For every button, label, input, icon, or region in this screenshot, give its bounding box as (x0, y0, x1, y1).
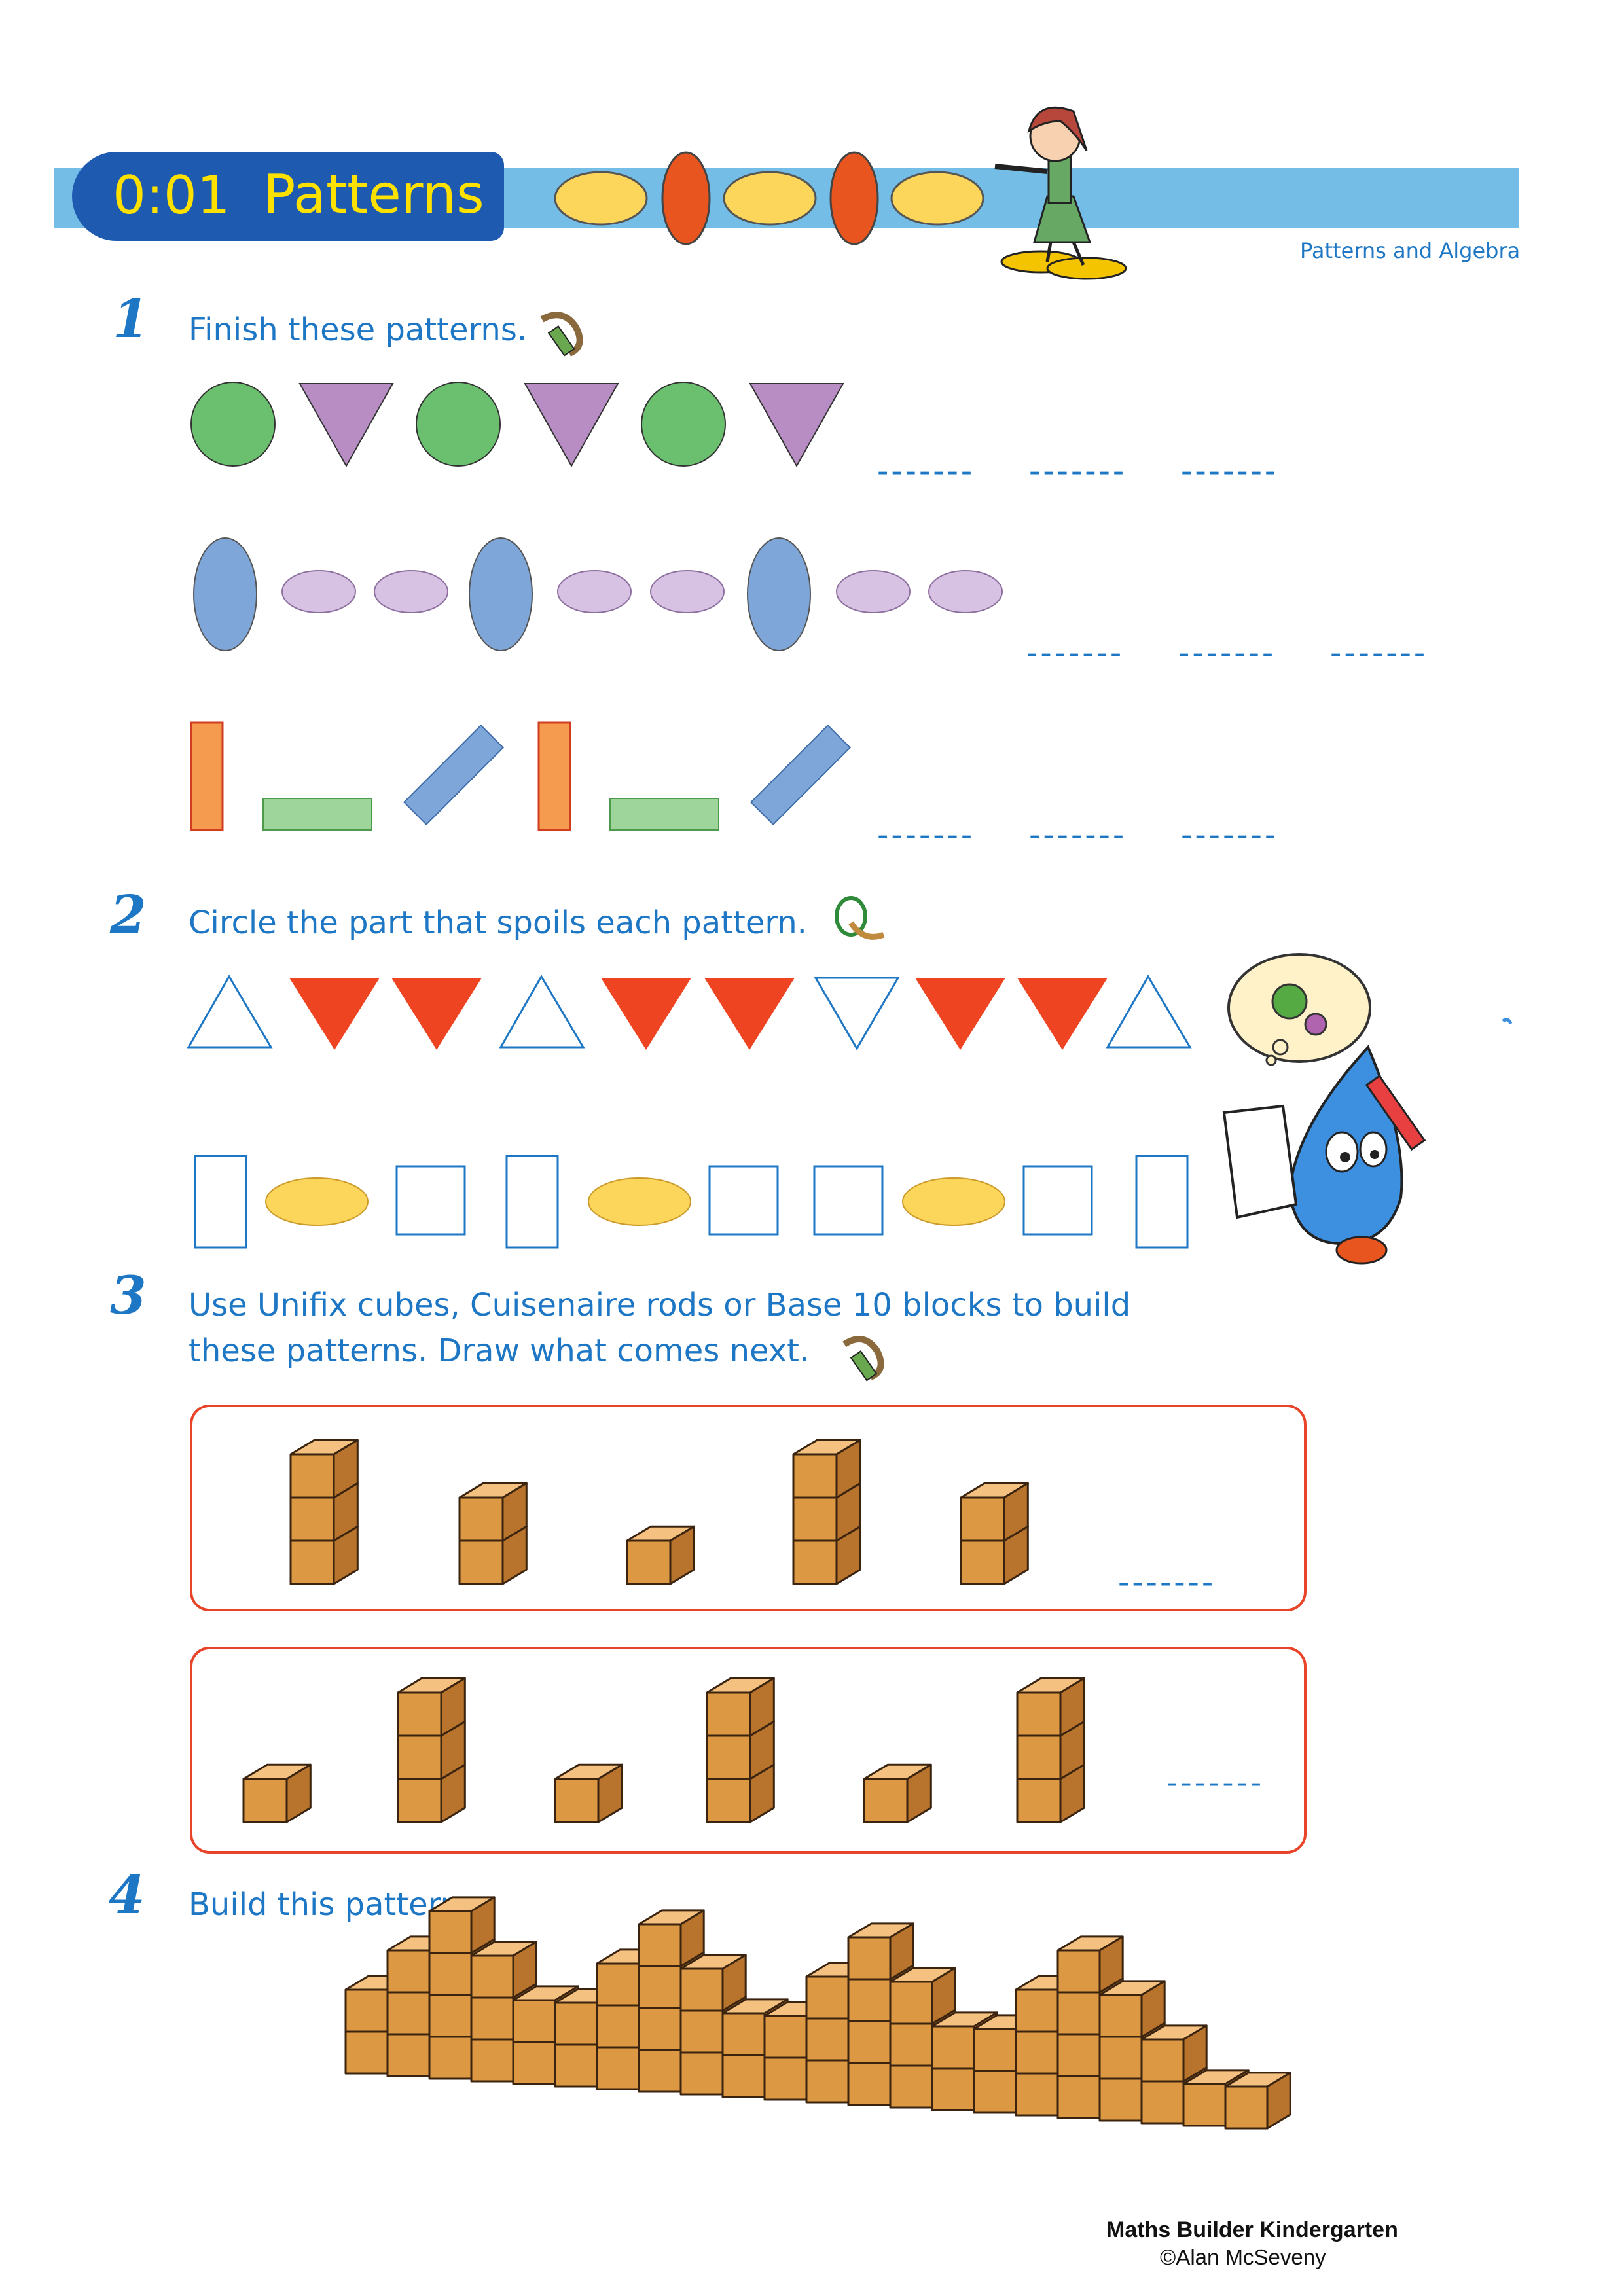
question-1-text: Finish these patterns. (189, 312, 528, 348)
answer-blank[interactable]: ------- (1118, 1564, 1216, 1601)
cube-stack (554, 1763, 623, 1823)
blue-diagonal-rod (403, 724, 505, 826)
answer-blank[interactable]: ------- (1026, 635, 1125, 672)
question-3-text-line2: these patterns. Draw what comes next. (189, 1333, 810, 1369)
answer-blank[interactable]: ------- (1029, 817, 1127, 853)
outline-triangle-up (187, 975, 273, 1049)
green-horizontal-rod (609, 798, 719, 831)
lilac-oval (650, 570, 725, 613)
outline-tall-rectangle (1135, 1155, 1189, 1249)
yellow-oval (902, 1177, 1005, 1226)
question-3-text-line1: Use Unifix cubes, Cuisenaire rods or Bas… (189, 1287, 1131, 1323)
cube-stack (397, 1677, 466, 1823)
red-triangle-down (601, 978, 691, 1050)
question-2-text: Circle the part that spoils each pattern… (189, 905, 807, 941)
lesson-badge (72, 152, 504, 241)
cube-stack (458, 1482, 528, 1585)
orange-vertical-rod (190, 721, 224, 831)
footer-title: Maths Builder Kindergarten (1106, 2217, 1398, 2242)
question-1-number: 1 (113, 288, 149, 350)
red-triangle-down (1017, 978, 1108, 1050)
yellow-oval (265, 1177, 369, 1226)
blue-oval (747, 537, 811, 651)
lesson-title: Patterns (263, 164, 484, 226)
cube-stack (626, 1525, 695, 1585)
outline-square (708, 1165, 779, 1236)
outline-triangle-up (499, 975, 585, 1049)
yellow-oval (588, 1177, 691, 1226)
answer-blank[interactable]: ------- (877, 817, 975, 853)
cube-stack (863, 1763, 932, 1823)
lesson-code: 0:01 (113, 165, 230, 226)
green-circle (416, 382, 501, 467)
wall-column (679, 1954, 747, 2096)
orange-vertical-rod (537, 721, 571, 831)
answer-blank[interactable]: ------- (1166, 1765, 1265, 1801)
answer-blank[interactable]: ------- (1330, 635, 1428, 672)
lilac-oval (557, 570, 632, 613)
blue-oval (469, 537, 533, 651)
purple-triangle (298, 383, 394, 468)
lilac-oval (928, 570, 1003, 613)
question-4-text: Build this pattern. (189, 1886, 471, 1923)
answer-blank[interactable]: ------- (1178, 635, 1276, 672)
cube-stack (706, 1677, 775, 1823)
outline-square (813, 1165, 884, 1236)
footer-copyright: ©Alan McSeveny (1160, 2245, 1326, 2269)
outline-square (1022, 1165, 1093, 1236)
green-circle (190, 382, 276, 467)
red-triangle-down (704, 978, 795, 1050)
red-triangle-down (391, 978, 482, 1050)
q3-pattern-box-1 (190, 1405, 1307, 1611)
outline-tall-rectangle (194, 1155, 247, 1249)
cube-stack (1016, 1677, 1085, 1823)
answer-blank[interactable]: ------- (1181, 817, 1279, 853)
lilac-oval (374, 570, 448, 613)
cube-stack (289, 1439, 359, 1585)
q3-pattern-box-2 (190, 1647, 1307, 1854)
cube-stack (242, 1763, 312, 1823)
question-2-number: 2 (110, 884, 147, 945)
red-triangle-down (915, 978, 1005, 1050)
cube-stack (792, 1439, 861, 1585)
outline-triangle-up (1106, 975, 1192, 1049)
green-horizontal-rod (262, 798, 372, 831)
strand-label: Patterns and Algebra (1300, 238, 1521, 263)
red-triangle-down (289, 978, 380, 1050)
cube-stack (960, 1482, 1029, 1585)
blue-oval (193, 537, 257, 651)
lilac-oval (281, 570, 356, 613)
purple-triangle (749, 383, 844, 468)
answer-blank[interactable]: ------- (1029, 453, 1127, 490)
green-circle (641, 382, 726, 467)
answer-blank[interactable]: ------- (1181, 453, 1279, 490)
answer-blank[interactable]: ------- (877, 453, 975, 490)
outline-square (395, 1165, 466, 1236)
lilac-oval (836, 570, 911, 613)
outline-triangle-down (814, 977, 900, 1050)
question-4-number: 4 (109, 1864, 145, 1926)
purple-triangle (524, 383, 619, 468)
blue-diagonal-rod (749, 724, 852, 826)
question-3-number: 3 (110, 1265, 147, 1326)
outline-tall-rectangle (505, 1155, 559, 1249)
wall-column (1224, 2072, 1291, 2130)
